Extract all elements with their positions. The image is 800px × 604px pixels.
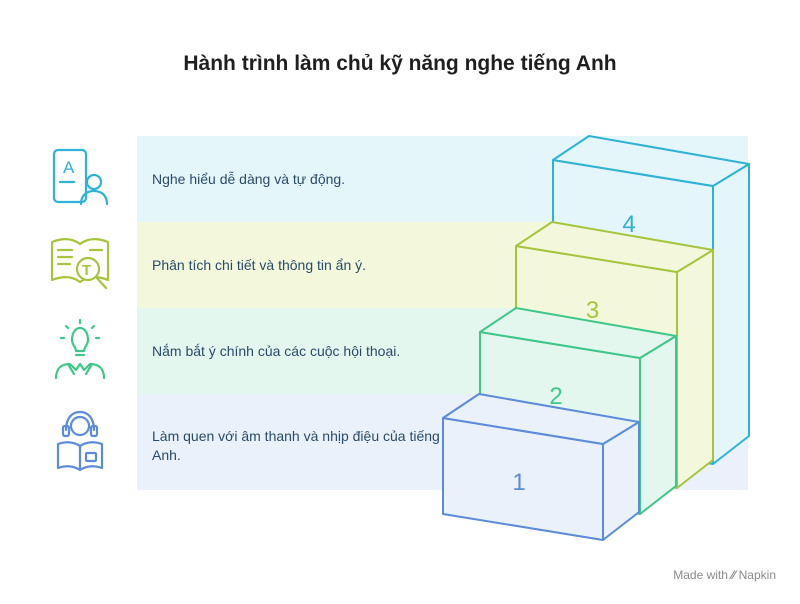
lightbulb-people-icon [48, 318, 112, 382]
headphones-reader-icon [48, 408, 112, 472]
step-1-text: Làm quen với âm thanh và nhịp điệu của t… [152, 428, 440, 463]
branding: Made with ⁄⁄ Napkin [673, 568, 776, 582]
branding-name: Napkin [738, 568, 776, 582]
svg-text:T: T [82, 262, 91, 279]
branding-prefix: Made with [673, 568, 728, 582]
step-4-text: Nghe hiểu dễ dàng và tự động. [152, 171, 346, 187]
document-magnifier-icon: T [48, 232, 112, 296]
step-3-text: Phân tích chi tiết và thông tin ẩn ý. [152, 257, 367, 273]
language-user-icon: A [48, 146, 112, 210]
svg-text:A: A [63, 158, 75, 177]
diagram-title: Hành trình làm chủ kỹ năng nghe tiếng An… [183, 52, 617, 75]
step-2-text: Nắm bắt ý chính của các cuộc hội thoại. [152, 343, 401, 359]
napkin-logo-icon: ⁄⁄ [731, 568, 736, 582]
